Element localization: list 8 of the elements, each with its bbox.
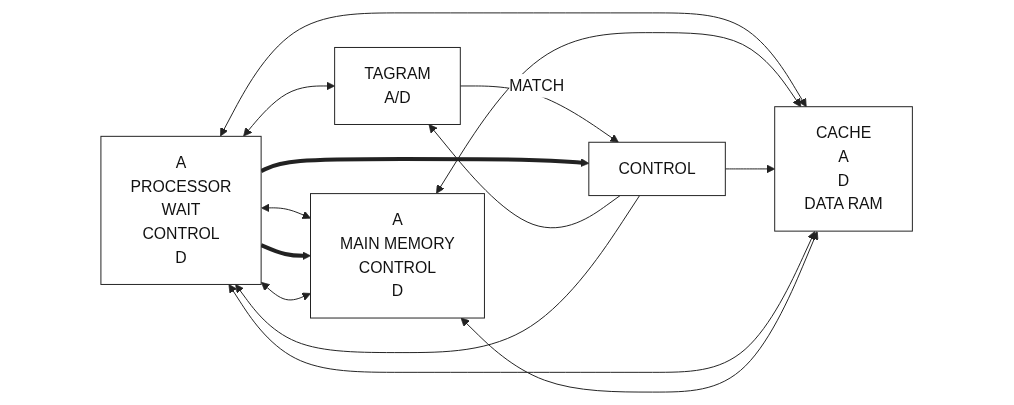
node-box: TAGRAM A/D — [334, 46, 462, 125]
node-box: A PROCESSOR WAIT CONTROL D — [100, 135, 262, 285]
arrow — [260, 243, 312, 261]
node-box: CONTROL — [588, 141, 727, 197]
node-box: A MAIN MEMORY CONTROL D — [310, 193, 486, 319]
node-box: CACHE A D DATA RAM — [774, 106, 914, 232]
arrow — [260, 157, 590, 173]
edge-label: MATCH — [509, 77, 565, 94]
